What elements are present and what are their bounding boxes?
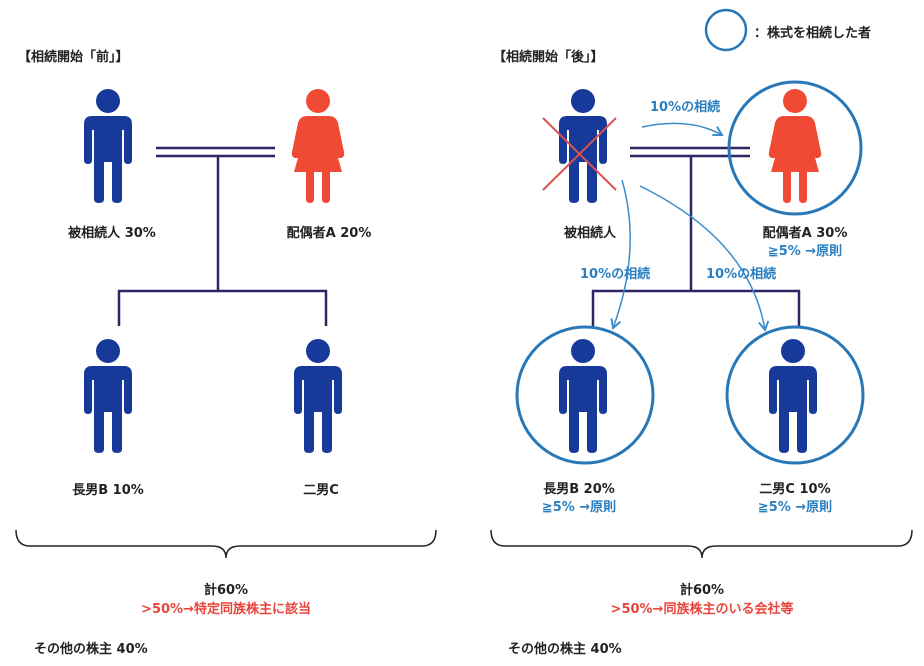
spouse-before-icon: [291, 89, 345, 203]
legend-label: ：株式を相続した者: [754, 26, 872, 41]
spouse-before-label: 配偶者A 20%: [286, 226, 372, 241]
arrow-to-son-c: [639, 185, 770, 332]
son-c-heir-circle: [725, 325, 865, 465]
son-b-after-label: 長男B 20%: [543, 482, 615, 497]
decedent-before-icon: [84, 89, 132, 203]
arrow-label-spouse: 10%の相続: [650, 100, 721, 115]
before-total: 計60%: [203, 583, 249, 598]
before-note: >50%→特定同族株主に該当: [141, 602, 311, 617]
before-others: その他の株主 40%: [34, 642, 148, 657]
arrow-label-son-b: 10%の相続: [580, 267, 651, 282]
son-c-after-label: 二男C 10%: [759, 482, 831, 497]
after-brace: [490, 529, 913, 559]
son-b-after-rule: ≧5% →原則: [541, 500, 617, 515]
arrow-label-son-c: 10%の相続: [706, 267, 777, 282]
decedent-after-icon: [559, 89, 607, 203]
son-b-before-icon: [84, 339, 132, 453]
before-brace: [15, 529, 437, 559]
son-c-after-rule: ≧5% →原則: [757, 500, 833, 515]
decedent-before-label: 被相続人 30%: [68, 226, 156, 241]
arrow-to-spouse: [641, 122, 724, 137]
son-c-before-label: 二男C: [303, 483, 339, 498]
son-c-after-icon: [769, 339, 817, 453]
son-b-after-icon: [559, 339, 607, 453]
after-note: >50%→同族株主のいる会社等: [610, 602, 794, 617]
arrow-to-son-b: [610, 179, 631, 330]
son-b-heir-circle: [515, 325, 655, 465]
spouse-after-label: 配偶者A 30%: [762, 226, 848, 241]
cross-mark-icon: [542, 117, 617, 191]
after-others: その他の株主 40%: [508, 642, 622, 657]
before-family-tree: [117, 146, 328, 326]
spouse-after-rule: ≧5% →原則: [767, 244, 843, 259]
after-header: 【相続開始「後」】: [493, 50, 604, 65]
before-header: 【相続開始「前」】: [18, 50, 129, 65]
son-c-before-icon: [294, 339, 342, 453]
after-total: 計60%: [679, 583, 725, 598]
spouse-heir-circle: [727, 80, 863, 216]
decedent-after-label: 被相続人: [563, 226, 617, 241]
son-b-before-label: 長男B 10%: [72, 483, 144, 498]
after-family-tree: [591, 146, 801, 326]
spouse-after-icon: [768, 89, 822, 203]
legend-circle-icon: [704, 8, 748, 52]
